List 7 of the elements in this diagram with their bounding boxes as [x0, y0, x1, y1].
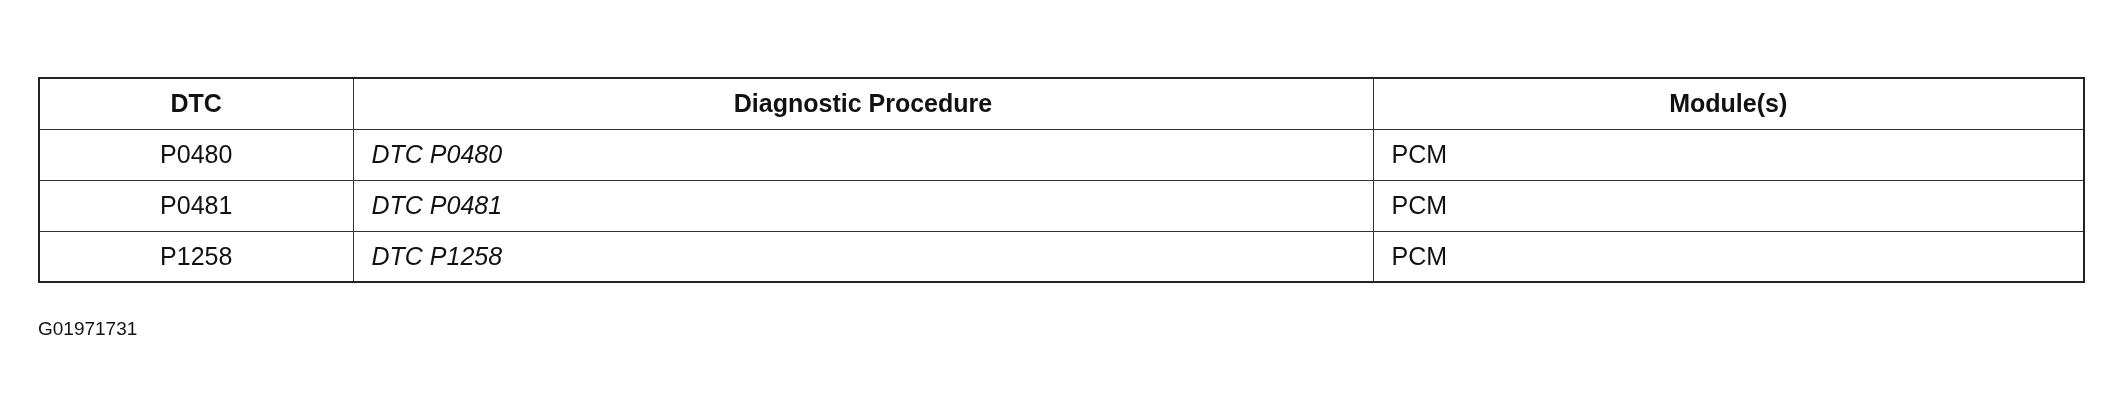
table-cell: P0481	[39, 180, 353, 231]
column-header: DTC	[39, 78, 353, 129]
figure-code: G01971731	[38, 318, 138, 340]
column-header: Diagnostic Procedure	[353, 78, 1373, 129]
table-cell: DTC P0481	[353, 180, 1373, 231]
table-cell: P0480	[39, 129, 353, 180]
table-cell: DTC P0480	[353, 129, 1373, 180]
